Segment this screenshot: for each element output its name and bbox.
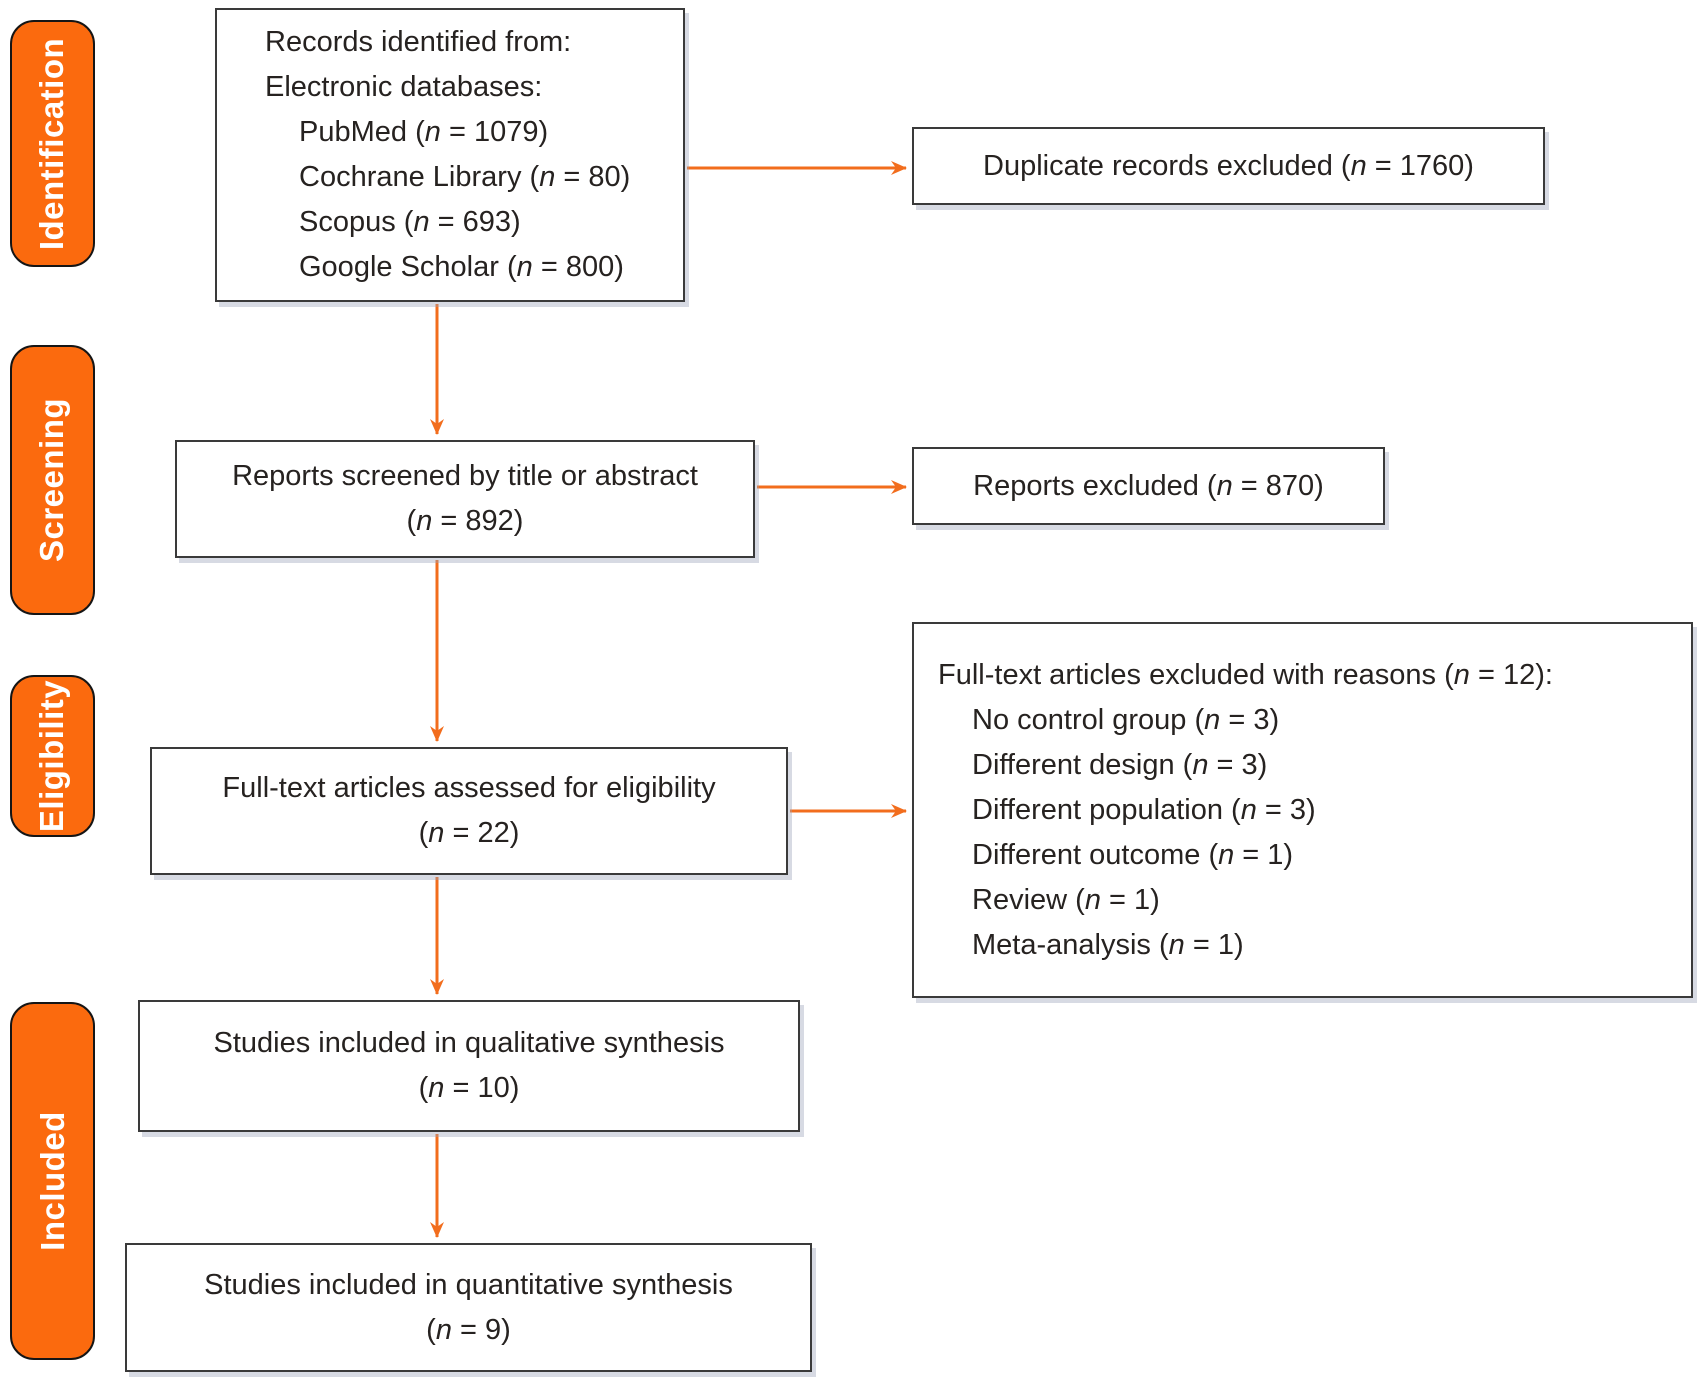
- flow-box-line: Reports screened by title or abstract: [232, 460, 698, 492]
- stage-label-text: Screening: [33, 397, 71, 563]
- flow-box-line: Duplicate records excluded (n = 1760): [983, 149, 1474, 182]
- flow-box-line: Review (n = 1): [972, 883, 1160, 916]
- flow-box-line: (n = 22): [418, 817, 520, 849]
- box-quantitative-synthesis: Studies included in quantitative synthes…: [125, 1243, 812, 1372]
- flow-box-line: (n = 9): [426, 1313, 511, 1346]
- stage-label-included: Included: [10, 1002, 95, 1360]
- flow-box-line: Different population (n = 3): [972, 793, 1316, 826]
- flow-box-line: Different design (n = 3): [972, 748, 1268, 781]
- flow-box-line: Cochrane Library (n = 80): [299, 161, 631, 193]
- flow-box-line: No control group (n = 3): [972, 703, 1280, 736]
- flow-box-line: Full-text articles assessed for eligibil…: [222, 772, 716, 804]
- box-qualitative-synthesis: Studies included in qualitative synthesi…: [138, 1000, 800, 1132]
- flow-box-line: Electronic databases:: [265, 71, 543, 103]
- stage-label-text: Included: [33, 1111, 71, 1251]
- flow-box-line: Records identified from:: [265, 26, 572, 58]
- flow-box-line: Reports excluded (n = 870): [973, 469, 1324, 502]
- box-fulltext-excluded-reasons: Full-text articles excluded with reasons…: [912, 622, 1693, 998]
- flow-box-line: Meta-analysis (n = 1): [972, 928, 1244, 961]
- flow-box-line: Studies included in qualitative synthesi…: [213, 1027, 725, 1059]
- box-duplicate-records-excluded: Duplicate records excluded (n = 1760): [912, 127, 1545, 205]
- flow-box-line: Different outcome (n = 1): [972, 838, 1294, 871]
- box-reports-screened: Reports screened by title or abstract (n …: [175, 440, 755, 558]
- flow-box-line: Full-text articles excluded with reasons…: [938, 658, 1553, 691]
- box-reports-excluded: Reports excluded (n = 870): [912, 447, 1385, 525]
- box-records-identified: Records identified from: Electronic datab…: [215, 8, 685, 302]
- stage-label-identification: Identification: [10, 20, 95, 267]
- box-fulltext-assessed: Full-text articles assessed for eligibil…: [150, 747, 788, 875]
- flow-box-line: Studies included in quantitative synthes…: [204, 1268, 733, 1301]
- flow-box-line: Scopus (n = 693): [299, 206, 521, 238]
- flow-box-line: (n = 10): [418, 1072, 520, 1104]
- flow-box-line: Google Scholar (n = 800): [299, 251, 624, 283]
- stage-label-text: Identification: [33, 37, 71, 250]
- flow-box-line: PubMed (n = 1079): [299, 116, 549, 148]
- stage-label-screening: Screening: [10, 345, 95, 615]
- stage-label-eligibility: Eligibility: [10, 675, 95, 837]
- flow-box-line: (n = 892): [406, 505, 524, 537]
- stage-label-text: Eligibility: [33, 679, 71, 833]
